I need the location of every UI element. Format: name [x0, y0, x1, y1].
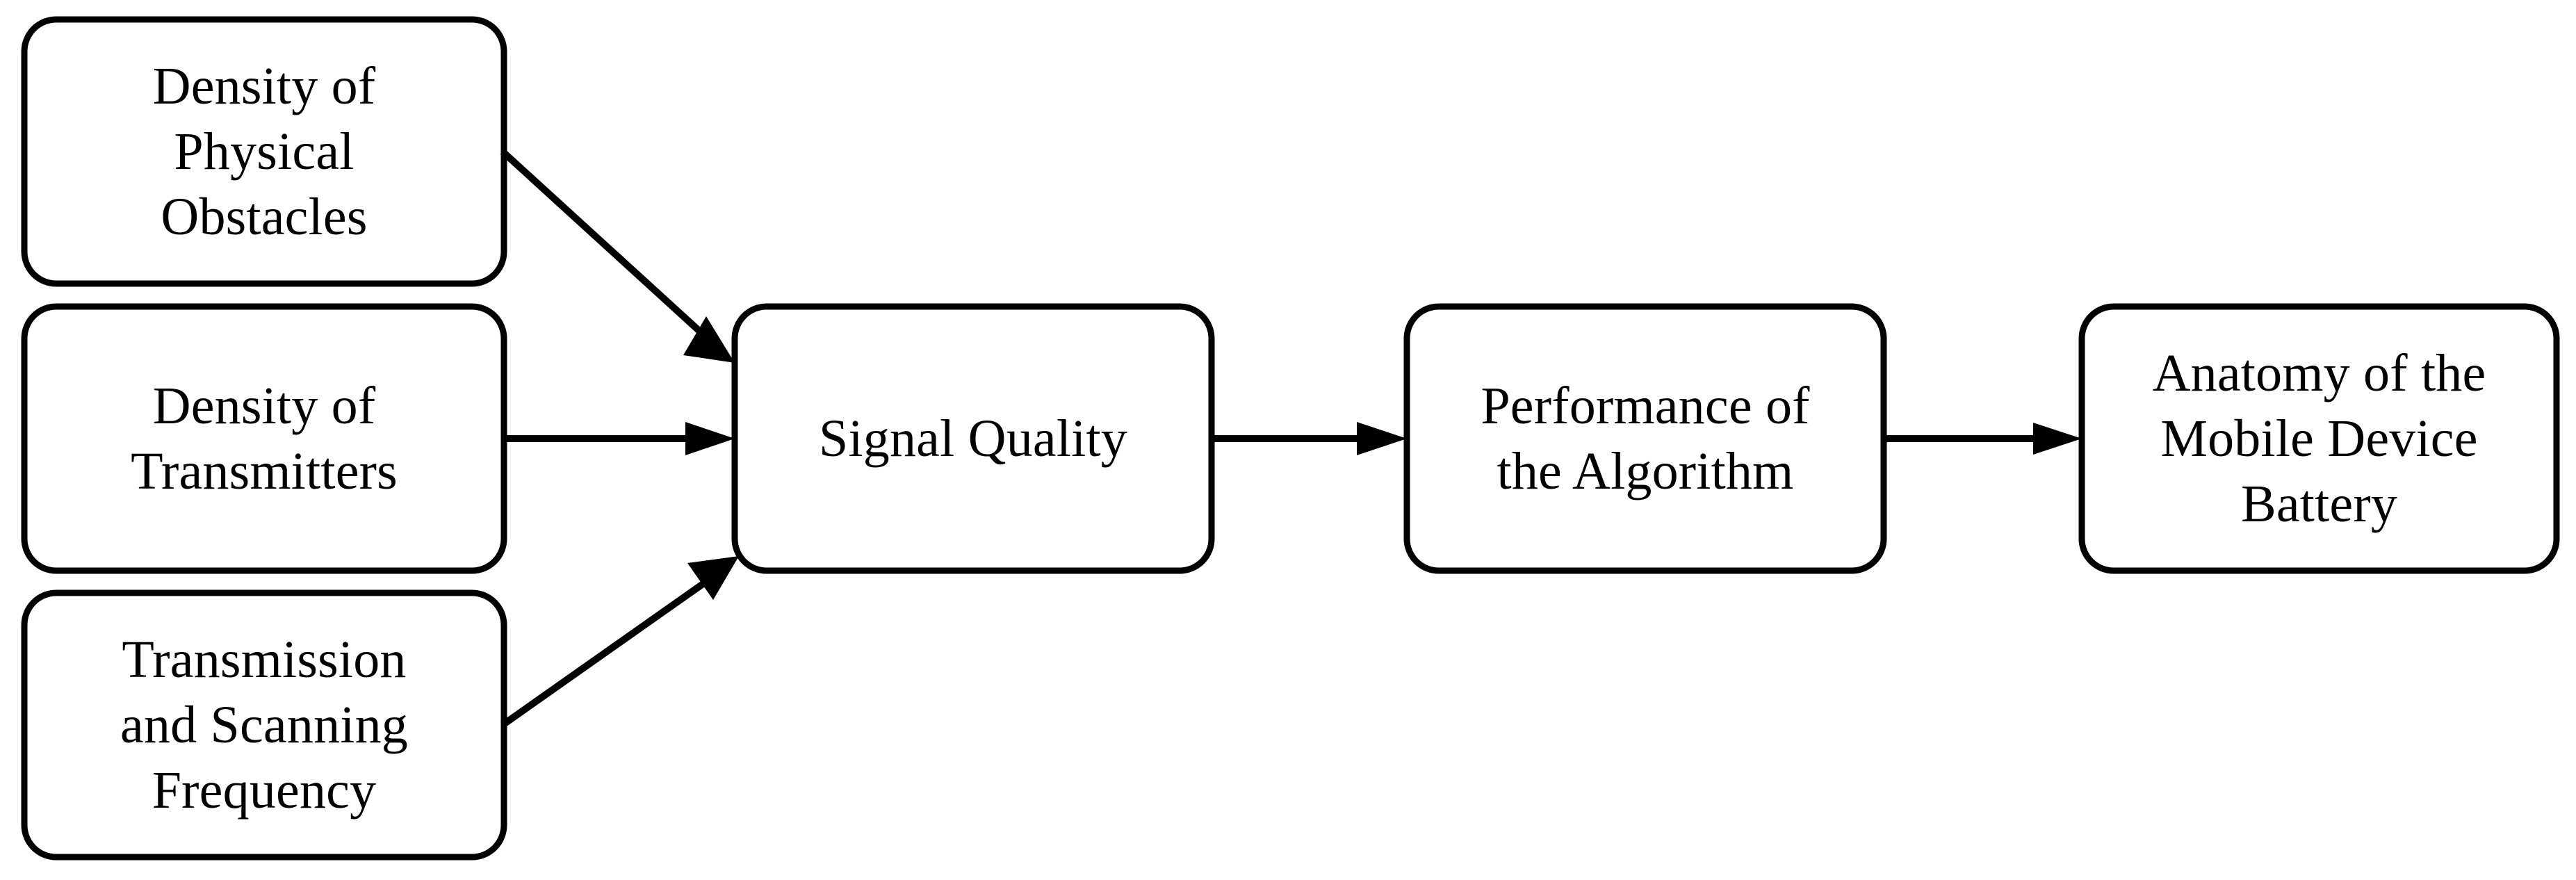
- edge-line-obstacles-to-signal: [500, 149, 717, 348]
- edge-performance-to-anatomy: [1884, 423, 2082, 455]
- arrowhead-frequency-to-signal: [687, 556, 739, 600]
- node-shape-density-physical-obstacles[interactable]: [21, 16, 507, 287]
- arrowhead-signal-to-performance-shape: [1357, 422, 1407, 455]
- node-shape-performance-algorithm[interactable]: [1403, 303, 1887, 574]
- edge-line-frequency-to-signal: [500, 569, 721, 728]
- node-shape-signal-quality[interactable]: [731, 303, 1215, 574]
- node-shape-density-transmitters[interactable]: [21, 303, 507, 574]
- node-shape-transmission-scanning-frequency[interactable]: [21, 589, 507, 861]
- arrowhead-performance-to-anatomy: [2033, 423, 2082, 455]
- edge-frequency-to-signal: [500, 556, 739, 728]
- arrowhead-obstacles-to-signal: [683, 316, 735, 363]
- edge-obstacles-to-signal: [500, 149, 735, 363]
- arrowhead-transmitters-to-signal: [685, 422, 735, 455]
- edge-signal-to-performance: [1212, 422, 1407, 455]
- node-shape-anatomy-mobile-battery[interactable]: [2078, 303, 2560, 574]
- edge-transmitters-to-signal: [503, 422, 735, 455]
